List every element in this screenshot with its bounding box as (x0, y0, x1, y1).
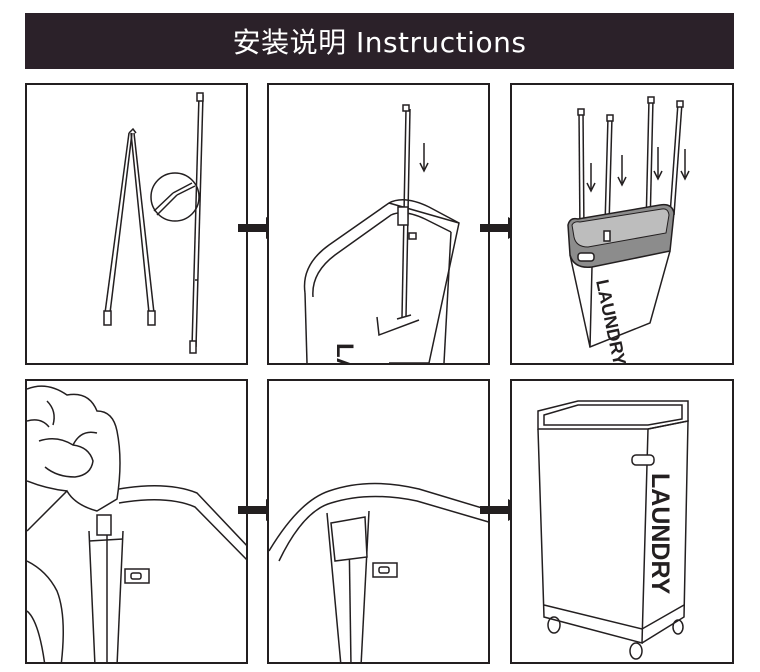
step-4-panel (25, 379, 248, 664)
bin-label: LAUNDRY (592, 278, 630, 365)
instructions-header: 安装说明 Instructions (25, 13, 734, 69)
step-1-panel (25, 83, 248, 365)
bin-label-partial: LA (331, 343, 358, 365)
step-2-illustration: LA (303, 104, 460, 365)
step-6-panel: LAUNDRY (510, 379, 734, 664)
step-6-illustration: LAUNDRY (537, 400, 689, 660)
bin-label: LAUNDRY (646, 473, 674, 595)
step-2-panel: LA (267, 83, 490, 365)
step-4-illustration (27, 385, 246, 662)
step-3-panel: LAUNDRY (510, 83, 734, 365)
step-5-panel (267, 379, 490, 664)
step-5-illustration (269, 482, 488, 662)
header-title: 安装说明 Instructions (232, 26, 527, 59)
step-1-illustration (103, 92, 204, 354)
step-3-illustration: LAUNDRY (567, 96, 690, 365)
